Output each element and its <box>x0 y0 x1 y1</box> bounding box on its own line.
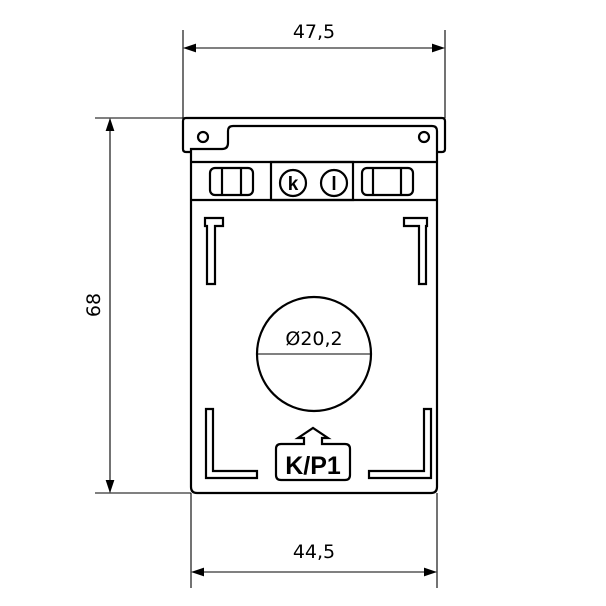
transformer-body <box>189 155 439 495</box>
arrow-up-icon <box>274 426 352 482</box>
terminal-l-label: l <box>331 174 336 195</box>
corner-brackets <box>203 216 433 480</box>
polarity-marking: K/P1 <box>274 426 352 482</box>
hole-diameter-label: Ø20,2 <box>285 328 342 350</box>
primary-conductor-hole: Ø20,2 <box>255 295 373 413</box>
dimension-body-width: 44,5 <box>190 493 438 588</box>
polarity-label: K/P1 <box>285 452 341 480</box>
mounting-flange <box>181 116 447 155</box>
terminal-k-label: k <box>288 174 299 195</box>
terminal-screw-right <box>360 166 415 197</box>
terminal-screw-left <box>208 166 255 197</box>
terminal-l <box>319 168 349 198</box>
terminal-k <box>278 168 308 198</box>
dimension-label: 47,5 <box>293 21 335 43</box>
dimension-label: 44,5 <box>293 541 335 563</box>
dimension-flange-width: 47,5 <box>182 21 446 118</box>
terminal-block: k l <box>191 160 437 202</box>
mounting-hole <box>417 130 431 144</box>
mounting-hole <box>196 130 210 144</box>
dimension-height: 68 <box>83 117 191 494</box>
dimension-label: 68 <box>83 293 105 317</box>
